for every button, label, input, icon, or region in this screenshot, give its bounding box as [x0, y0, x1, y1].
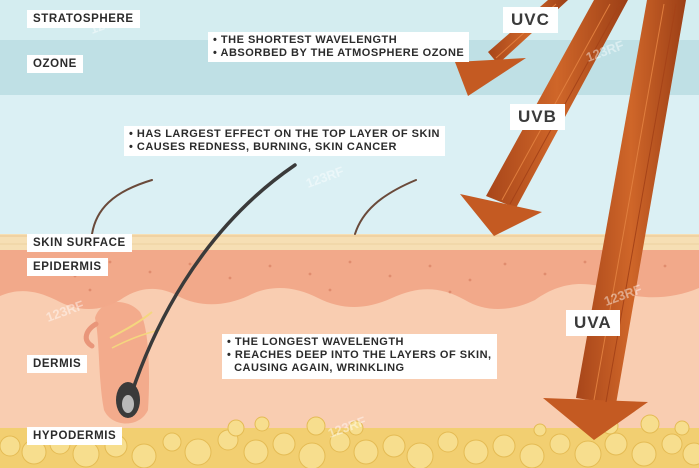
uvc-note: • THE SHORTEST WAVELENGTH: [213, 34, 464, 47]
uva-note: CAUSING AGAIN, WRINKLING: [227, 362, 492, 375]
uva-note: • REACHES DEEP INTO THE LAYERS OF SKIN,: [227, 349, 492, 362]
ray-label-uvb: UVB: [510, 104, 565, 130]
uvc-note: • ABSORBED BY THE ATMOSPHERE OZONE: [213, 47, 464, 60]
layer-label-stratosphere: STRATOSPHERE: [27, 10, 140, 28]
sky-band: [0, 95, 699, 240]
uvb-note: • HAS LARGEST EFFECT ON THE TOP LAYER OF…: [129, 128, 440, 141]
layer-label-epidermis: EPIDERMIS: [27, 258, 108, 276]
ray-label-uvc: UVC: [503, 7, 558, 33]
uvb-notes: • HAS LARGEST EFFECT ON THE TOP LAYER OF…: [124, 126, 445, 156]
layer-label-skin-surface: SKIN SURFACE: [27, 234, 132, 252]
layer-label-dermis: DERMIS: [27, 355, 87, 373]
uva-notes: • THE LONGEST WAVELENGTH • REACHES DEEP …: [222, 334, 497, 379]
layer-label-ozone: OZONE: [27, 55, 83, 73]
uva-note: • THE LONGEST WAVELENGTH: [227, 336, 492, 349]
uvb-note: • CAUSES REDNESS, BURNING, SKIN CANCER: [129, 141, 440, 154]
uvc-notes: • THE SHORTEST WAVELENGTH • ABSORBED BY …: [208, 32, 469, 62]
layer-label-hypodermis: HYPODERMIS: [27, 427, 122, 445]
ray-label-uva: UVA: [566, 310, 620, 336]
